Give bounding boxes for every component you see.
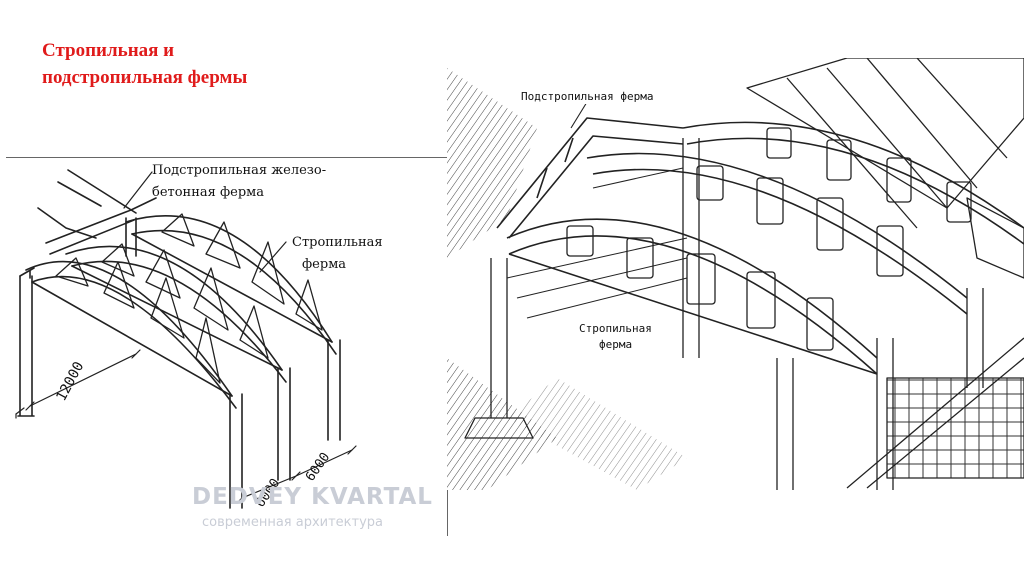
right-purlins [506,167,688,319]
ground-hatch-left [447,68,537,258]
left-truss-svg: Подстропильная железо- бетонная ферма Ст… [15,163,433,530]
window-wall [886,377,1024,479]
label-right-truss-line1: Стропильная [579,322,652,335]
slide-title-line2: подстропильная фермы [42,67,248,88]
leader-lines [123,171,287,273]
label-sub-truss-line2: бетонная ферма [152,185,264,200]
watermark-brand: DEDVEY KVARTAL [192,484,433,510]
roof-trusses [25,215,337,409]
right-labels: Подстропильная ферма Стропильная ферма [519,88,659,352]
right-roof-trusses [506,121,1024,375]
slide-title-line1: Стропильная и [42,40,175,61]
label-sub-truss-line1: Подстропильная железо- [152,163,326,178]
right-leader-lines [570,101,588,129]
ground-hatch-bottom [447,358,557,490]
truss-webs [55,213,323,384]
ground-hatch-mid [507,378,687,490]
label-truss-line1: Стропильная [292,235,383,250]
left-truss-drawing: Подстропильная железо- бетонная ферма Ст… [6,157,448,536]
right-structure-drawing: Подстропильная ферма Стропильная ферма [447,57,1024,490]
dim-step2-label: 6000 [303,450,333,484]
right-columns [464,138,984,490]
label-right-sub-truss: Подстропильная ферма [521,90,653,103]
label-truss-line2: ферма [302,257,346,272]
roof-slabs [746,57,1024,279]
right-sub-truss [496,117,684,239]
right-truss-panels [566,127,972,351]
left-labels: Подстропильная железо- бетонная ферма Ст… [53,163,433,530]
dim-span-label: 12000 [53,359,87,404]
right-structure-svg: Подстропильная ферма Стропильная ферма [447,57,1024,490]
sub-truss [37,169,157,255]
slide-title: Стропильная и подстропильная фермы [42,37,382,91]
label-right-truss-line2: ферма [599,338,632,351]
watermark-tagline: современная архитектура [202,515,383,530]
dimension-lines [15,349,357,503]
